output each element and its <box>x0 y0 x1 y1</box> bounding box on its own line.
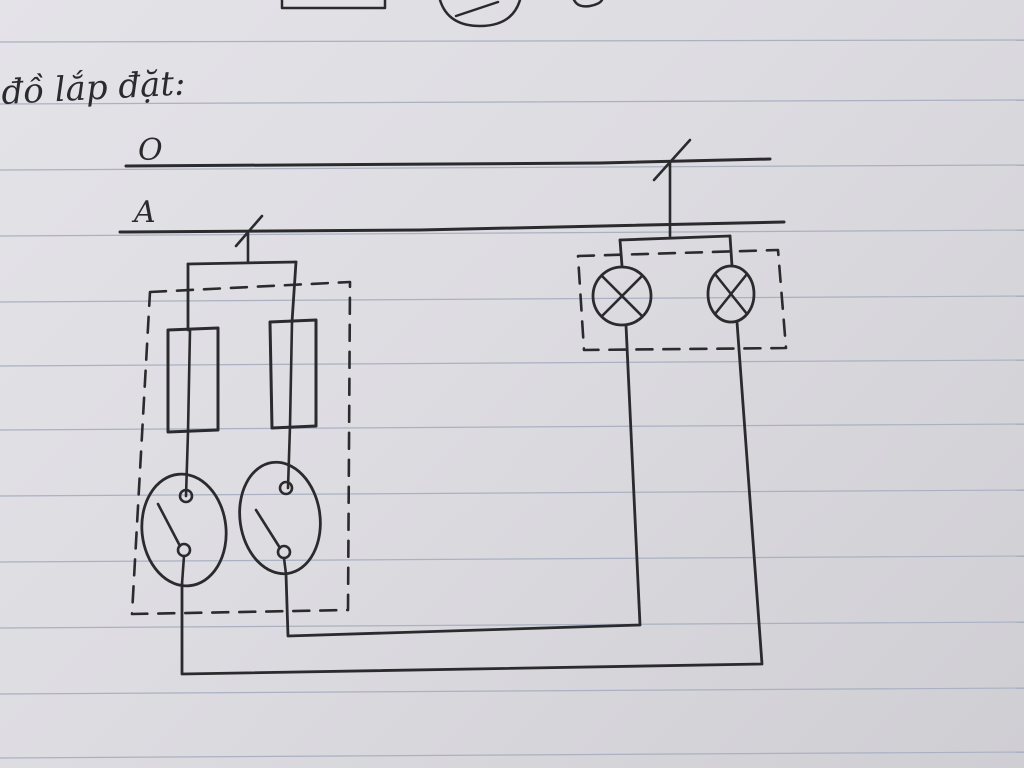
lamp-supply-bus <box>618 234 734 268</box>
return-wire-lamp-2 <box>180 320 764 676</box>
phase-line <box>118 220 786 234</box>
neutral-tap-junction <box>652 138 692 238</box>
switch-2 <box>238 460 322 576</box>
lamp-box <box>576 248 788 352</box>
lamp-2 <box>706 264 756 324</box>
fuse-2 <box>268 318 318 490</box>
fuse-1 <box>166 326 220 498</box>
neutral-line-label: O <box>138 133 163 168</box>
return-wire-lamp-1 <box>284 323 642 638</box>
notebook-ruled-lines <box>0 39 1024 759</box>
switch-panel-box <box>130 280 352 616</box>
lamp-1 <box>591 265 653 327</box>
phase-tap-junction <box>234 214 264 264</box>
phase-line-label: A <box>131 195 156 230</box>
diagram-heading: đồ lắp đặt: <box>0 63 186 113</box>
panel-supply-bus <box>186 260 298 332</box>
previous-sketch-fragment <box>280 0 604 28</box>
switch-1 <box>140 472 228 588</box>
neutral-line <box>124 157 772 168</box>
